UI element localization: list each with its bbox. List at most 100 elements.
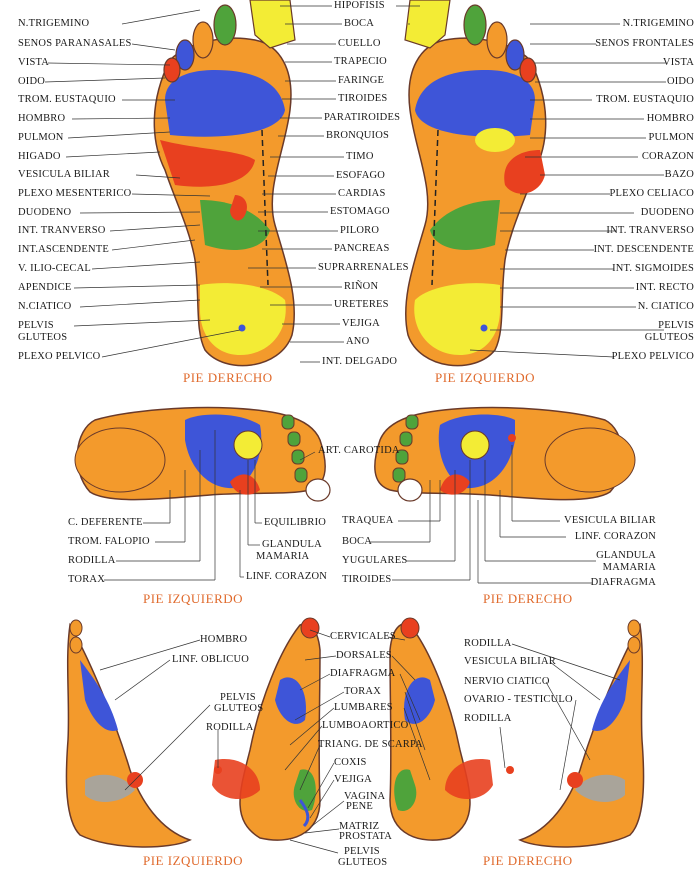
side-right-inner-hip [445,759,493,800]
sole-left-toe-3 [486,21,508,59]
side-right-inner-dot [506,766,514,774]
top-left-foot [74,406,331,502]
side-left-inner-blue [275,677,306,724]
top-right-toe-3 [395,449,409,465]
label-hombro-side: HOMBRO [200,634,248,645]
label-int-ascendente: INT.ASCENDENTE [18,244,109,255]
label-vista: VISTA [18,57,50,68]
label-mamaria: MAMARIA [256,551,310,562]
caption-tops-left-foot: PIE IZQUIERDO [143,591,244,606]
label-vesicula-biliar: VESICULA BILIAR [18,169,110,180]
label-pene: PENE [346,801,374,812]
label-apendice: APENDICE [18,282,72,293]
sole-left-big-toe [404,0,451,49]
label-cervicales: CERVICALES [330,631,396,642]
top-left-heel [74,427,166,493]
label-vagina: VAGINA [344,791,386,802]
top-left-gland-zone [233,430,263,460]
label-glandula: GLANDULA [262,539,322,550]
top-right-toe-4 [399,431,413,447]
label-prostata: PROSTATA [339,831,393,842]
sole-left-intestine-zone [430,200,500,250]
label-diafragma-side: DIAFRAGMA [330,668,396,679]
side-left-outer-knee [85,774,135,802]
label-pelvis-r: PELVIS [658,320,694,331]
top-right-big-toe [397,478,423,502]
label-piloro: PILORO [340,225,380,236]
label-int-recto: INT. RECTO [635,282,694,293]
label-paratiroides: PARATIROIDES [324,112,401,123]
side-right-inner-toe [400,617,420,639]
sole-left-toe-4 [505,39,525,71]
label-pelvis-center: PELVIS [344,846,380,857]
side-left-inner-toe [300,617,320,639]
label-faringe: FARINGE [338,75,385,86]
label-trom-eustaquio: TROM. EUSTAQUIO [18,94,116,105]
label-nervio-ciatico: NERVIO CIATICO [464,676,550,687]
label-c-deferente: C. DEFERENTE [68,517,143,528]
sole-right-big-toe [249,0,296,49]
sole-left-spine-line [431,129,439,286]
side-right-inner-green [394,769,417,811]
label-dorsales: DORSALES [336,650,392,661]
label-senos-frontales: SENOS FRONTALES [595,38,694,49]
label-triang-de-scarpa: TRIANG. DE SCARPA [318,739,423,750]
side-leader-lines [99,629,621,854]
label-diafragma-top: DIAFRAGMA [590,577,656,588]
label-plexo-mesenterico: PLEXO MESENTERICO [18,188,132,199]
label-plexo-celiaco: PLEXO CELIACO [609,188,694,199]
label-coxis: COXIS [334,757,367,768]
top-right-toe-2 [392,467,406,483]
label-tiroides: TIROIDES [338,93,388,104]
label-timo: TIMO [346,151,374,162]
sole-left-pelvic-dot [480,324,488,332]
sole-right-lung-zone [165,70,285,137]
label-int-tranverso-r: INT. TRANVERSO [606,225,694,236]
side-right-outer-foot [518,619,645,848]
label-estomago: ESTOMAGO [330,206,390,217]
label-hombro-r: HOMBRO [646,113,694,124]
top-left-toe-4 [287,431,301,447]
top-right-gland-zone [460,430,490,460]
label-tiroides-top: TIROIDES [342,574,392,585]
sole-left-spleen-zone [504,150,545,194]
side-right-inner-foot [389,617,514,841]
label-art-carotida: ART. CAROTIDA [318,445,400,456]
sole-right-toe-2 [213,4,237,46]
sole-right-toe-4 [175,39,195,71]
label-int-delgado: INT. DELGADO [322,356,398,367]
caption-sides-left-foot: PIE IZQUIERDO [143,853,244,868]
label-int-tranverso: INT. TRANVERSO [18,225,106,236]
caption-sides-right-foot: PIE DERECHO [483,853,573,868]
label-glandula-r: GLANDULA [596,550,656,561]
label-yugulares: YUGULARES [342,555,408,566]
side-right-outer-dot [567,772,583,788]
caption-soles-right-foot: PIE DERECHO [183,370,273,385]
label-mamaria-r: MAMARIA [602,562,656,573]
side-left-inner-dot [214,766,222,774]
sole-left-heart-zone [475,128,515,152]
label-lumbares: LUMBARES [334,702,393,713]
label-vista-r: VISTA [662,57,694,68]
label-suprarrenales: SUPRARRENALES [318,262,409,273]
label-rodilla-side-r: RODILLA [464,638,512,649]
label-pancreas: PANCREAS [334,243,390,254]
top-left-heart-zone [230,474,260,495]
caption-tops-right-foot: PIE DERECHO [483,591,573,606]
label-pulmon: PULMON [18,132,64,143]
top-left-big-toe [305,478,331,502]
label-duodeno-r: DUODENO [640,207,694,218]
label-rinon: RIÑON [344,281,379,292]
sole-right-foot [153,0,296,367]
top-right-gallbladder-dot [508,434,516,442]
sole-right-toe-5 [163,57,181,83]
label-torax-side: TORAX [344,686,381,697]
label-oido: OIDO [18,76,46,87]
label-vejiga: VEJIGA [342,318,380,329]
side-right-outer-shoulder [592,660,630,731]
label-lumboaortico: LUMBOAORTICO [322,720,409,731]
label-int-descendente: INT. DESCENDENTE [593,244,694,255]
label-ovario-testiculo: OVARIO - TESTICULO [464,694,573,705]
side-left-inner-foot [212,617,321,841]
